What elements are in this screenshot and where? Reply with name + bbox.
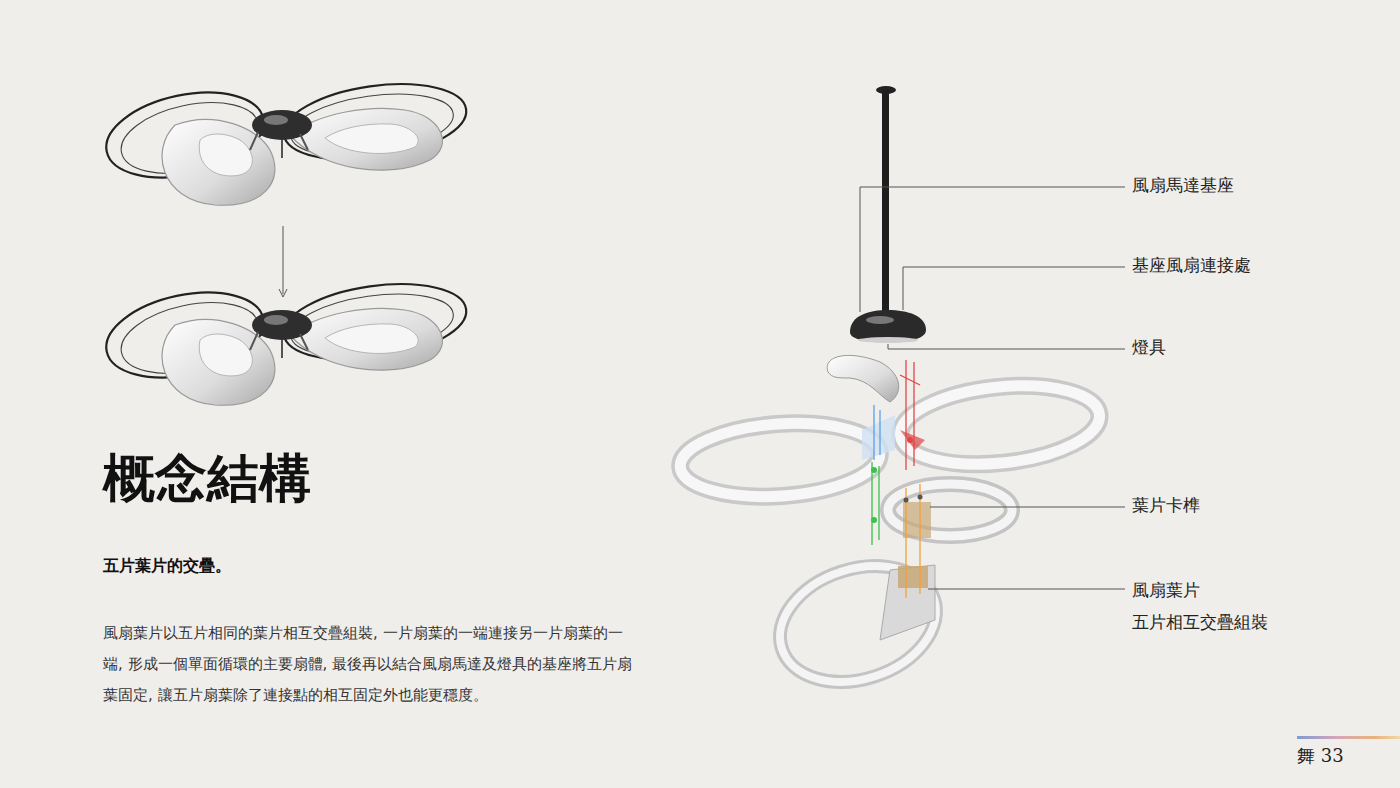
- callout-label: 燈具: [1132, 337, 1166, 358]
- callout-label: 風扇葉片 五片相互交疊組裝: [1132, 574, 1292, 638]
- callout-label: 風扇馬達基座: [1132, 175, 1234, 196]
- section-subtitle: 五片葉片的交疊。: [103, 556, 231, 576]
- callout-label: 葉片卡榫: [1132, 495, 1200, 516]
- page-number: 舞 33: [1297, 745, 1344, 768]
- slide-title: 概念結構: [103, 446, 311, 511]
- body-text: 風扇葉片以五片相同的葉片相互交疊組裝, 一片扇葉的一端連接另一片扇葉的一端, 形…: [103, 618, 635, 711]
- callout-label: 基座風扇連接處: [1132, 255, 1251, 276]
